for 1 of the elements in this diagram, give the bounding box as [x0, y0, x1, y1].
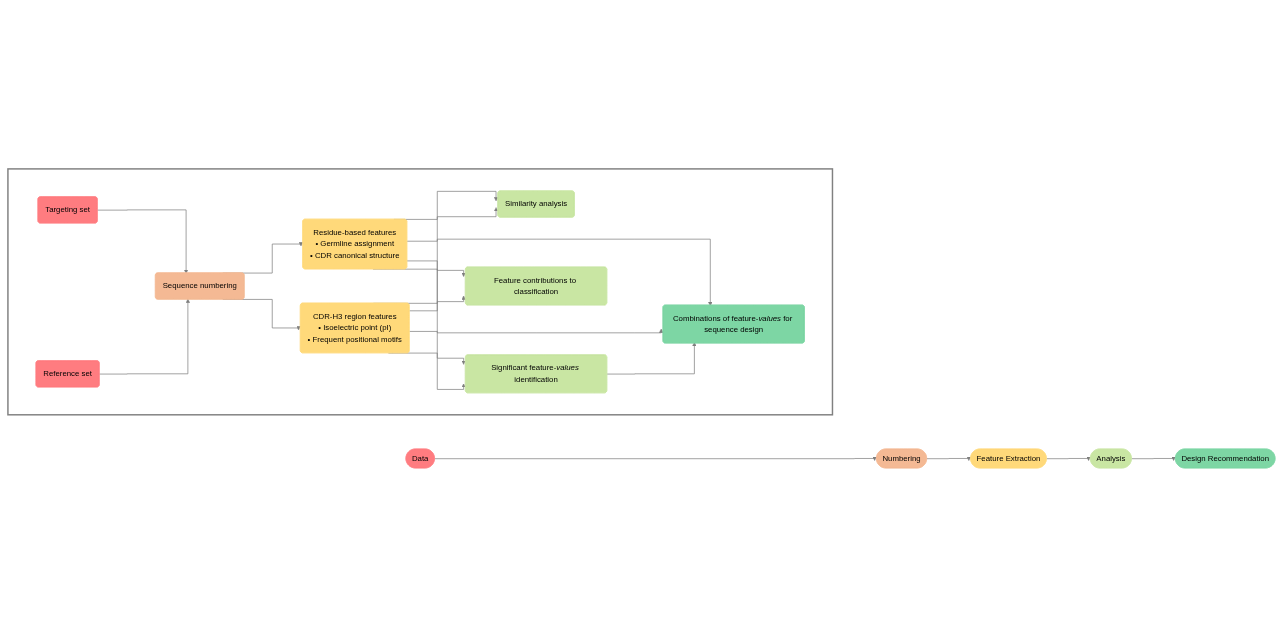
cluster	[7, 168, 834, 416]
